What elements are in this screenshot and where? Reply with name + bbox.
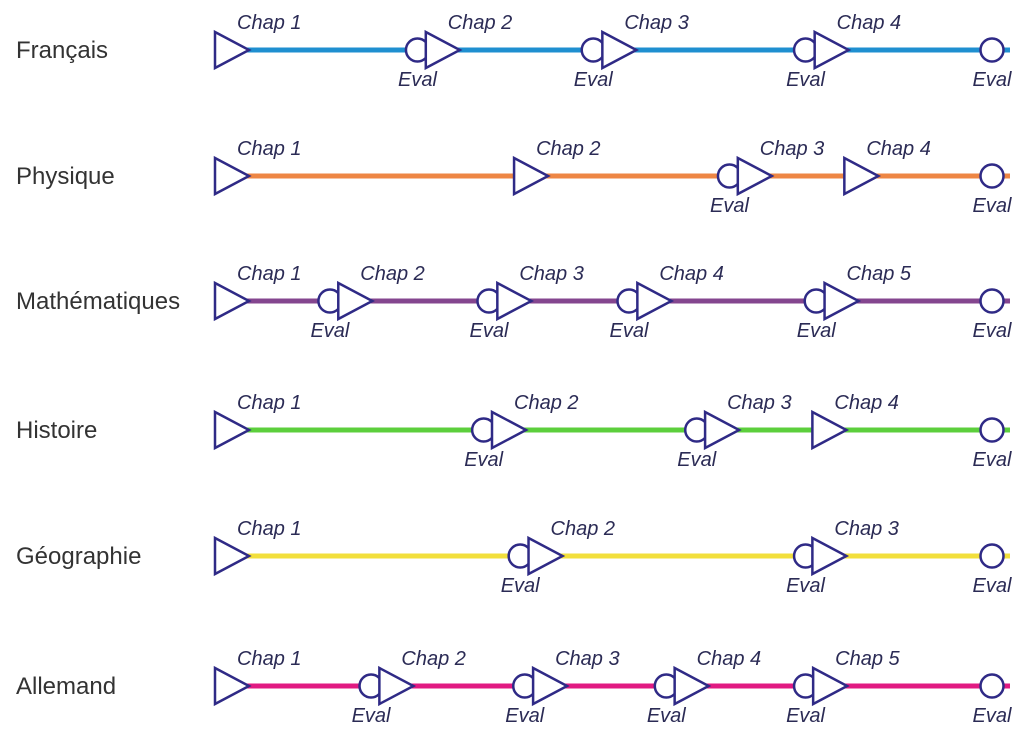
chapter-label: Chap 2 [360,263,425,285]
eval-circle-marker [979,163,1005,189]
chapter-triangle-marker [813,29,852,71]
chapter-label: Chap 3 [519,263,584,285]
eval-label: Eval [797,320,836,342]
chapter-label: Chap 4 [697,648,762,670]
eval-label: Eval [786,575,825,597]
chapter-label: Chap 2 [551,518,616,540]
eval-label: Eval [973,705,1012,727]
chapter-triangle-marker [811,409,850,451]
chapter-triangle-marker [490,409,529,451]
chapter-label: Chap 3 [760,138,825,160]
chapter-triangle-marker [811,535,850,577]
chapter-label: Chap 3 [555,648,620,670]
chapter-label: Chap 1 [237,518,302,540]
chapter-triangle-marker [703,409,742,451]
eval-label: Eval [464,449,503,471]
eval-label: Eval [786,69,825,91]
chapter-label: Chap 1 [237,263,302,285]
chapter-label: Chap 2 [514,392,579,414]
eval-label: Eval [647,705,686,727]
subject-label: Allemand [16,673,116,700]
eval-label: Eval [710,195,749,217]
subject-label: Physique [16,163,115,190]
chapter-label: Chap 2 [448,12,513,34]
chapter-triangle-marker [337,280,375,322]
eval-circle-marker [979,37,1005,63]
chapter-label: Chap 4 [837,12,902,34]
subject-label: Histoire [16,417,97,444]
chapter-triangle-marker [213,665,252,707]
chapter-label: Chap 5 [847,263,912,285]
eval-label: Eval [501,575,540,597]
eval-label: Eval [973,320,1012,342]
chapter-label: Chap 1 [237,392,302,414]
chapter-triangle-marker [736,155,775,197]
chapter-triangle-marker [636,280,675,322]
eval-circle-marker [979,543,1005,569]
chapter-label: Chap 1 [237,12,302,34]
chapter-triangle-marker [213,409,252,451]
chapter-triangle-marker [213,280,252,322]
chapter-label: Chap 4 [659,263,724,285]
chapter-triangle-marker [823,280,862,322]
eval-circle-marker [979,673,1005,699]
chapter-label: Chap 5 [835,648,900,670]
eval-label: Eval [398,69,437,91]
chapter-triangle-marker [378,665,417,707]
chapter-triangle-marker [531,665,570,707]
eval-circle-marker [979,288,1005,314]
eval-label: Eval [505,705,544,727]
eval-label: Eval [973,195,1012,217]
eval-label: Eval [677,449,716,471]
eval-label: Eval [973,575,1012,597]
eval-label: Eval [610,320,649,342]
subject-label: Français [16,37,108,64]
chapter-triangle-marker [213,155,252,197]
chapter-triangle-marker [673,665,712,707]
chapter-label: Chap 3 [727,392,792,414]
eval-label: Eval [470,320,509,342]
eval-label: Eval [973,449,1012,471]
eval-label: Eval [786,705,825,727]
chapter-label: Chap 3 [624,12,689,34]
chapter-label: Chap 1 [237,648,302,670]
chapter-label: Chap 3 [834,518,899,540]
chapter-label: Chap 2 [536,138,601,160]
eval-label: Eval [352,705,391,727]
eval-label: Eval [310,320,349,342]
chapter-triangle-marker [527,535,566,577]
chapter-triangle-marker [496,280,535,322]
subject-label: Géographie [16,543,141,570]
chapter-triangle-marker [843,155,882,197]
eval-label: Eval [973,69,1012,91]
chapter-triangle-marker [424,29,463,71]
subject-label: Mathématiques [16,288,180,315]
eval-circle-marker [979,417,1005,443]
chapter-label: Chap 1 [237,138,302,160]
chapter-triangle-marker [601,29,640,71]
chapter-triangle-marker [811,665,850,707]
chapter-triangle-marker [213,535,252,577]
chapter-triangle-marker [213,29,252,71]
chapter-label: Chap 2 [401,648,466,670]
chapter-label: Chap 4 [866,138,931,160]
eval-label: Eval [574,69,613,91]
chapter-triangle-marker [512,155,551,197]
chapter-label: Chap 4 [834,392,899,414]
